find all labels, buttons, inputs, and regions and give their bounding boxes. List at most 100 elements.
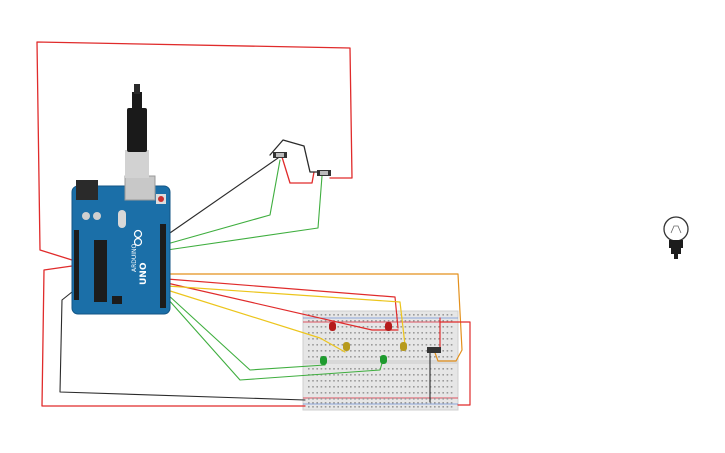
breadboard-hole <box>312 350 314 352</box>
breadboard-hole <box>350 374 352 376</box>
breadboard-hole <box>400 338 402 340</box>
breadboard-hole <box>413 406 415 408</box>
breadboard-hole <box>329 368 331 370</box>
led-green-1[interactable] <box>320 356 327 365</box>
breadboard-hole <box>404 368 407 370</box>
breadboard-hole <box>320 314 323 316</box>
led-yellow-1[interactable] <box>343 342 350 351</box>
breadboard-hole <box>400 386 402 388</box>
breadboard-hole <box>312 386 314 388</box>
breadboard-hole <box>379 374 381 376</box>
breadboard-hole <box>354 320 356 322</box>
breadboard-hole <box>333 356 335 358</box>
breadboard-hole <box>362 398 365 400</box>
breadboard-hole <box>413 314 415 316</box>
wire-green-sensor-2[interactable] <box>166 175 323 251</box>
breadboard-hole <box>404 398 407 400</box>
breadboard-hole <box>333 380 335 382</box>
breadboard-hole <box>320 368 323 370</box>
breadboard-hole <box>438 392 440 394</box>
breadboard-hole <box>450 398 453 400</box>
wire-green-led-2[interactable] <box>166 297 384 381</box>
breadboard-hole <box>425 368 428 370</box>
breadboard-hole <box>350 332 352 334</box>
breadboard-hole <box>375 386 377 388</box>
breadboard-hole <box>362 368 365 370</box>
wire-red-sensor[interactable] <box>281 156 315 184</box>
wire-green-led-1[interactable] <box>166 293 326 371</box>
breadboard-hole <box>421 380 423 382</box>
breadboard-hole <box>392 356 394 358</box>
breadboard-hole <box>421 386 423 388</box>
breadboard-hole <box>438 386 440 388</box>
led-red-2[interactable] <box>385 322 392 331</box>
breadboard-hole <box>417 402 419 404</box>
breadboard-hole <box>446 356 449 358</box>
breadboard-hole <box>324 368 327 370</box>
breadboard-hole <box>408 402 411 404</box>
breadboard-hole <box>442 392 444 394</box>
wire-red-top-loop[interactable] <box>36 41 353 261</box>
breadboard-hole <box>337 402 339 404</box>
sensor-right[interactable] <box>317 170 331 176</box>
breadboard-hole <box>324 350 327 352</box>
wire-red-bottom-loop[interactable] <box>41 265 306 407</box>
breadboard-hole <box>438 320 440 322</box>
breadboard-hole <box>362 386 365 388</box>
breadboard-hole <box>362 350 365 352</box>
breadboard-hole <box>438 380 440 382</box>
breadboard-hole <box>345 406 348 408</box>
wire-black-ground[interactable] <box>59 291 306 401</box>
slide-switch[interactable] <box>427 347 441 353</box>
led-red-1[interactable] <box>329 322 336 331</box>
breadboard-hole <box>341 320 344 322</box>
breadboard-hole <box>413 374 415 376</box>
wire-yellow-1[interactable] <box>166 285 406 346</box>
breadboard-hole <box>425 380 428 382</box>
arduino-uno-board[interactable]: UNO ARDUINO <box>71 175 171 315</box>
breadboard-hole <box>446 406 449 408</box>
wire-orange[interactable] <box>166 273 463 362</box>
breadboard-hole <box>329 398 331 400</box>
breadboard-hole <box>421 344 423 346</box>
wire-yellow-2[interactable] <box>166 289 346 353</box>
light-bulb-icon[interactable] <box>663 216 689 259</box>
breadboard-hole <box>413 320 415 322</box>
wires <box>36 41 471 407</box>
breadboard-hole <box>345 374 348 376</box>
breadboard-hole <box>417 350 419 352</box>
led-green-2[interactable] <box>380 355 387 364</box>
breadboard-hole <box>392 402 394 404</box>
breadboard-hole <box>425 314 428 316</box>
breadboard-hole <box>333 314 335 316</box>
breadboard-hole <box>383 350 386 352</box>
breadboard-hole <box>396 386 398 388</box>
breadboard-hole <box>404 326 407 328</box>
wire-black-board-sensor[interactable] <box>166 157 279 236</box>
breadboard-hole <box>434 356 436 358</box>
wire-black-sensor[interactable] <box>269 139 323 173</box>
breadboard-hole <box>446 374 449 376</box>
breadboard-hole <box>438 356 440 358</box>
breadboard-hole <box>396 406 398 408</box>
breadboard-hole <box>413 326 415 328</box>
wire-red-rail-right[interactable] <box>439 321 471 406</box>
breadboard-hole <box>396 374 398 376</box>
breadboard-hole <box>396 350 398 352</box>
breadboard-hole <box>392 398 394 400</box>
breadboard-hole <box>316 344 318 346</box>
led-yellow-2[interactable] <box>400 342 407 351</box>
wire-green-sensor-1[interactable] <box>166 159 281 245</box>
breadboard-hole <box>358 314 360 316</box>
sensor-left[interactable] <box>273 152 287 158</box>
breadboard-hole <box>312 344 314 346</box>
breadboard-hole <box>308 380 310 382</box>
breadboard-hole <box>438 402 440 404</box>
breadboard-hole <box>450 320 453 322</box>
breadboard-hole <box>383 380 386 382</box>
breadboard-hole <box>308 398 310 400</box>
wire-red-led-1[interactable] <box>166 278 399 329</box>
usb-cable-icon[interactable] <box>125 84 149 178</box>
breadboard-hole <box>312 380 314 382</box>
breadboard-hole <box>387 406 390 408</box>
